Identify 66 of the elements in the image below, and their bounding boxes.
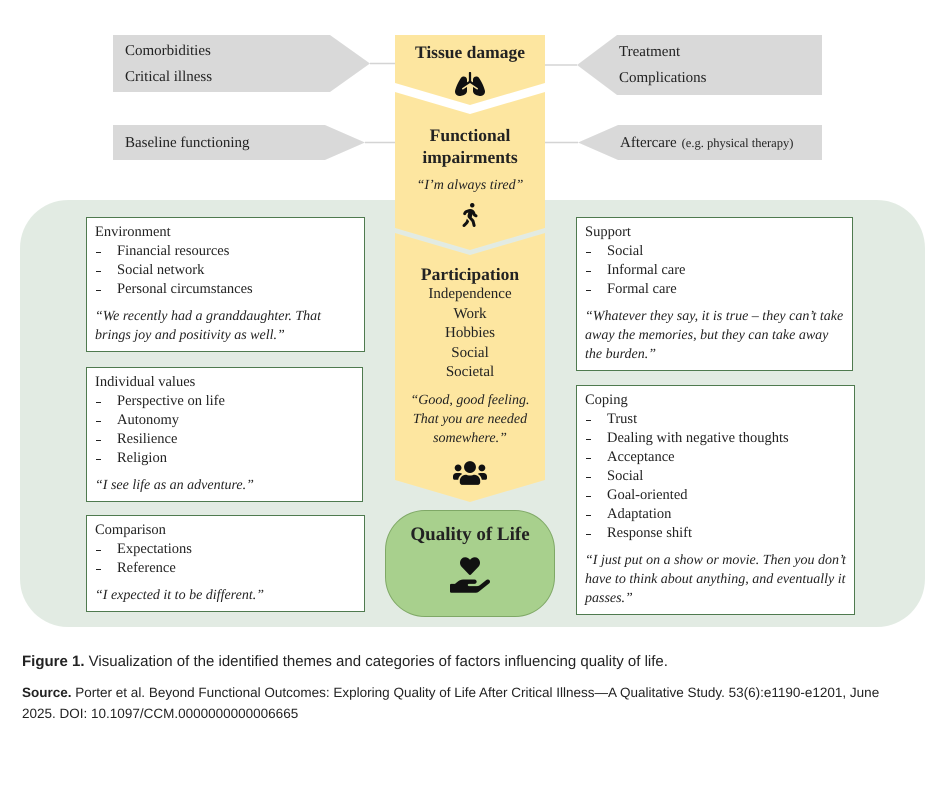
category-box xyxy=(576,385,855,615)
list-item: Social xyxy=(585,467,846,486)
factor-arrow-shape xyxy=(577,35,822,95)
list-item: Informal care xyxy=(585,261,844,280)
list-item: Trust xyxy=(585,410,846,429)
connector-line xyxy=(365,142,395,144)
list-item: Resilience xyxy=(95,430,354,449)
list-item: Social xyxy=(585,242,844,261)
list-item: Social network xyxy=(95,261,356,280)
quote-text: “We recently had a granddaughter. That brings joy and positivity as well.” xyxy=(95,308,322,345)
list-item: Expectations xyxy=(95,540,356,559)
connector-line xyxy=(545,142,578,144)
factor-label: Complications xyxy=(619,69,706,88)
category-box xyxy=(86,515,365,612)
factor-label: (e.g. physical therapy) xyxy=(682,134,794,152)
outcome-pill xyxy=(385,510,555,617)
box-heading: Environment xyxy=(95,223,172,242)
list-item: Personal circumstances xyxy=(95,280,356,299)
quote-text: “I just put on a show or movie. Then you don’t have to think about anything, and eventually it passes.” xyxy=(585,552,846,608)
quote-text: “I expected it to be different.” xyxy=(95,587,265,605)
box-heading: Individual values xyxy=(95,373,196,392)
list-item: Dealing with negative thoughts xyxy=(585,429,846,448)
list-item: Formal care xyxy=(585,280,844,299)
factor-label: Comorbidities xyxy=(125,42,211,60)
connector-line xyxy=(545,64,577,66)
factor-arrow-shape xyxy=(113,125,365,160)
category-item: Independence xyxy=(428,285,512,304)
factor-arrow-shape xyxy=(578,125,822,160)
quote-text: “I see life as an adventure.” xyxy=(95,477,255,495)
list-item: Perspective on life xyxy=(95,392,354,411)
list-item: Goal-oriented xyxy=(585,486,846,505)
factor-label: Critical illness xyxy=(125,68,212,86)
category-item: Societal xyxy=(446,363,494,382)
theme-panel xyxy=(20,200,925,627)
connector-line xyxy=(370,62,395,64)
source-note: Source. Porter et al. Beyond Functional Outcomes: Exploring Quality of Life After Critical Illness—A Qualitative Study. 53(6):e1190-e1201, June 2025. DOI: 10.1097/CCM.0000000000006665 xyxy=(22,684,880,723)
stage-title: Tissue damage xyxy=(414,41,526,63)
factor-arrow-shape xyxy=(113,35,370,92)
outcome-title: Quality of Life xyxy=(410,523,530,547)
list-item: Religion xyxy=(95,449,354,468)
box-heading: Support xyxy=(585,223,632,242)
stage-banner xyxy=(395,35,545,105)
quote-text: “Good, good feeling. That you are needed somewhere.” xyxy=(410,392,530,448)
category-item: Hobbies xyxy=(445,324,495,343)
category-box xyxy=(576,217,853,371)
quote-text: “I’m always tired” xyxy=(416,177,524,195)
factor-label: Treatment xyxy=(619,43,680,62)
list-item: Autonomy xyxy=(95,411,354,430)
stage-title: Functional impairments xyxy=(421,124,519,168)
factor-label: Aftercare xyxy=(620,134,677,152)
box-heading: Coping xyxy=(585,391,629,410)
category-item: Social xyxy=(451,344,489,362)
category-item: Work xyxy=(454,304,486,324)
quote-text: “Whatever they say, it is true – they can’t take away the memories, but they can take away the burden.” xyxy=(585,308,844,364)
stage-title: Participation xyxy=(420,263,520,285)
category-box xyxy=(86,367,363,502)
list-item: Reference xyxy=(95,559,356,578)
list-item: Acceptance xyxy=(585,448,846,467)
factor-label: Baseline functioning xyxy=(125,134,250,152)
stage-banner xyxy=(395,233,545,502)
category-box xyxy=(86,217,365,352)
list-item: Financial resources xyxy=(95,242,356,261)
list-item: Adaptation xyxy=(585,505,846,524)
figure-caption: Figure 1. Visualization of the identified themes and categories of factors influencing quality of life. xyxy=(22,652,669,672)
box-heading: Comparison xyxy=(95,521,167,540)
list-item: Response shift xyxy=(585,524,846,543)
